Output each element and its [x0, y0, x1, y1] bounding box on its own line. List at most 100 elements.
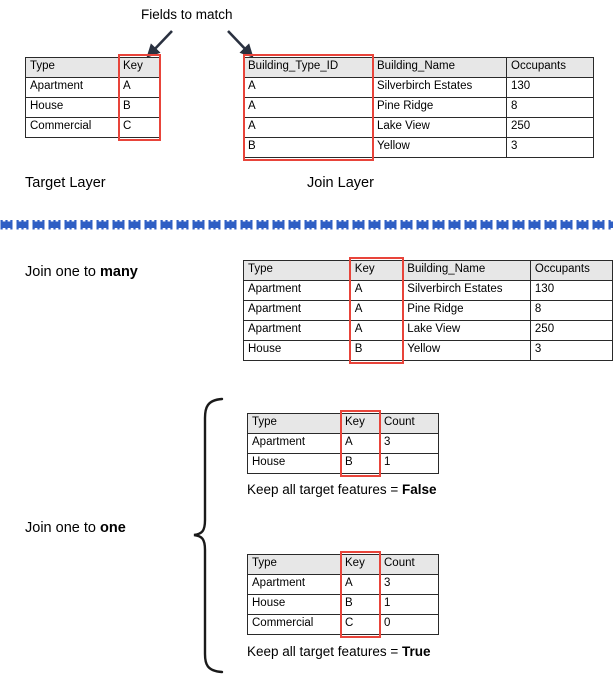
table-cell: Pine Ridge [372, 97, 507, 118]
join-one-to-one-prefix: Join one to [25, 520, 100, 536]
table-cell: C [118, 117, 160, 138]
table-cell: 1 [379, 594, 439, 615]
curly-brace-icon [193, 397, 224, 674]
join-one-to-many-label: Join one to many [25, 264, 138, 281]
table-cell: A [243, 77, 373, 98]
table-cell: Commercial [25, 117, 119, 138]
table-cell: 8 [506, 97, 594, 118]
column-header: Building_Name [402, 260, 531, 281]
column-header: Type [247, 413, 341, 434]
table-cell: 250 [506, 117, 594, 138]
table-cell: Apartment [243, 300, 351, 321]
table-cell: A [243, 117, 373, 138]
table-cell: 3 [506, 137, 594, 158]
table-cell: A [349, 300, 404, 321]
table-cell: A [340, 433, 380, 454]
table-cell: 3 [379, 574, 439, 595]
table-cell: Pine Ridge [402, 300, 531, 321]
column-header: Type [25, 57, 119, 78]
column-header: Occupants [529, 260, 613, 281]
column-header: Count [379, 554, 439, 575]
keep-all-value: False [401, 482, 437, 497]
table-cell: House [247, 453, 341, 474]
table-cell: A [118, 77, 160, 98]
table-cell: A [349, 280, 404, 301]
table-cell: B [340, 453, 380, 474]
table-cell: C [340, 614, 380, 635]
keep-all-value: True [401, 644, 431, 659]
join-one-to-many-emphasis: many [99, 264, 138, 280]
table-cell: Silverbirch Estates [402, 280, 531, 301]
table-cell: B [243, 137, 373, 158]
column-header: Type [247, 554, 341, 575]
arrow-down-left-icon [146, 30, 173, 58]
column-header: Count [379, 413, 439, 434]
table-cell: 3 [379, 433, 439, 454]
table-cell: A [349, 320, 404, 341]
table-cell: Yellow [372, 137, 507, 158]
dashed-divider-icon [0, 220, 613, 231]
table-cell: B [118, 97, 160, 118]
join-one-to-one-emphasis: one [99, 520, 126, 536]
table-cell: 1 [379, 453, 439, 474]
join-one-to-one-label: Join one to one [25, 520, 126, 537]
keep-all-false-caption: Keep all target features = False [247, 482, 437, 498]
table-cell: 130 [506, 77, 594, 98]
column-header: Building_Name [372, 57, 507, 78]
keep-all-prefix: Keep all target features = [247, 644, 402, 659]
table-cell: Silverbirch Estates [372, 77, 507, 98]
column-header: Building_Type_ID [243, 57, 373, 78]
table-cell: Apartment [247, 574, 341, 595]
column-header: Key [349, 260, 404, 281]
table-cell: Apartment [243, 320, 351, 341]
column-header: Key [118, 57, 160, 78]
target-layer-label: Target Layer [25, 175, 106, 191]
join-one-to-many-prefix: Join one to [25, 264, 100, 280]
table-cell: 130 [529, 280, 613, 301]
table-cell: House [247, 594, 341, 615]
table-cell: B [340, 594, 380, 615]
column-header: Occupants [506, 57, 594, 78]
table-cell: Apartment [243, 280, 351, 301]
table-cell: A [243, 97, 373, 118]
table-cell: Apartment [25, 77, 119, 98]
table-cell: House [243, 340, 351, 361]
join-layer-label: Join Layer [307, 175, 374, 191]
keep-all-prefix: Keep all target features = [247, 482, 402, 497]
table-cell: Apartment [247, 433, 341, 454]
table-cell: Commercial [247, 614, 341, 635]
table-cell: B [349, 340, 404, 361]
table-cell: Yellow [402, 340, 531, 361]
column-header: Key [340, 413, 380, 434]
table-cell: Lake View [372, 117, 507, 138]
column-header: Type [243, 260, 351, 281]
